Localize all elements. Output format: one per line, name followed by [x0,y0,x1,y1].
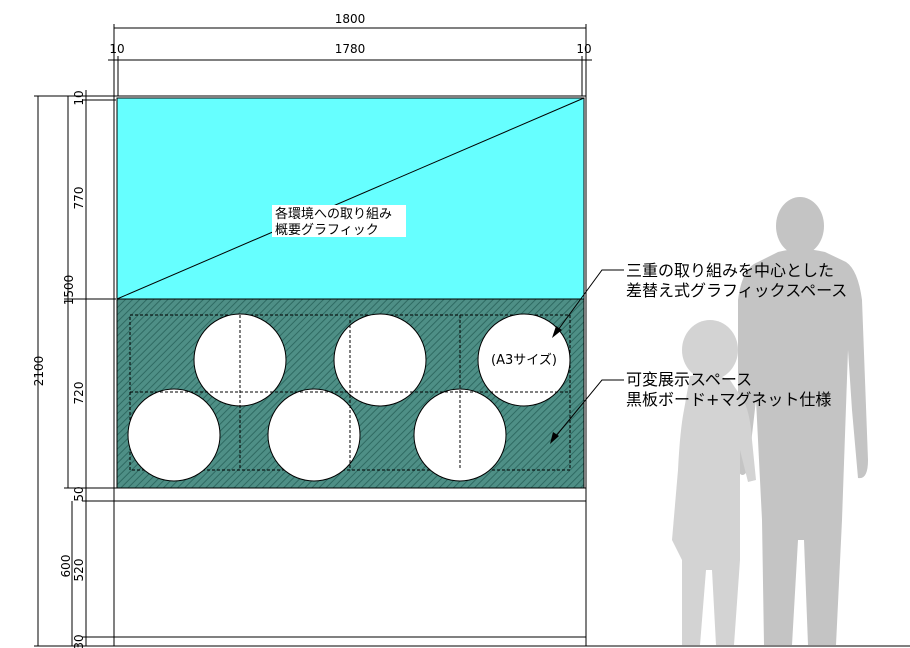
dim-right-margin: 10 [576,42,591,56]
callout-graphic-space: 三重の取り組みを中心とした 差替え式グラフィックスペース [552,261,847,338]
callout1-line2: 差替え式グラフィックスペース [626,281,847,300]
dim-gap-height: 50 [72,486,86,501]
overview-label-line2: 概要グラフィック [275,223,379,238]
callout-display-space: 可変展示スペース 黒板ボード+マグネット仕様 [550,370,831,444]
dim-bottom-height: 30 [72,634,86,648]
dim-total-width: 1800 [335,12,366,26]
dim-upper-height: 1500 [62,275,76,306]
top-dimensions: 1800 10 1780 10 [108,11,592,96]
dim-top-margin: 10 [72,90,86,105]
callout2-line2: 黒板ボード+マグネット仕様 [626,390,831,409]
dim-left-margin: 10 [109,42,124,56]
frame-outline [113,95,587,647]
callout2-line1: 可変展示スペース [626,370,752,389]
dim-base-panel-height: 520 [72,559,86,582]
circle-size-label: (A3サイズ) [491,352,557,368]
child-silhouette [672,320,756,645]
overview-label-line1: 各環境への取り組み [275,206,392,222]
callout1-line1: 三重の取り組みを中心とした [626,261,834,280]
dim-display-height: 720 [72,382,86,405]
dim-inner-width: 1780 [335,42,366,56]
panel-diagonal [116,97,585,300]
left-dimensions: 2100 1500 10 770 720 50 600 520 30 [32,90,116,648]
dim-total-height: 2100 [32,356,46,387]
dim-graphic-height: 770 [72,187,86,210]
dim-lower-height: 600 [59,555,73,578]
overview-label-bg [272,205,406,237]
circle-guides [130,315,570,470]
adult-silhouette [738,197,868,645]
